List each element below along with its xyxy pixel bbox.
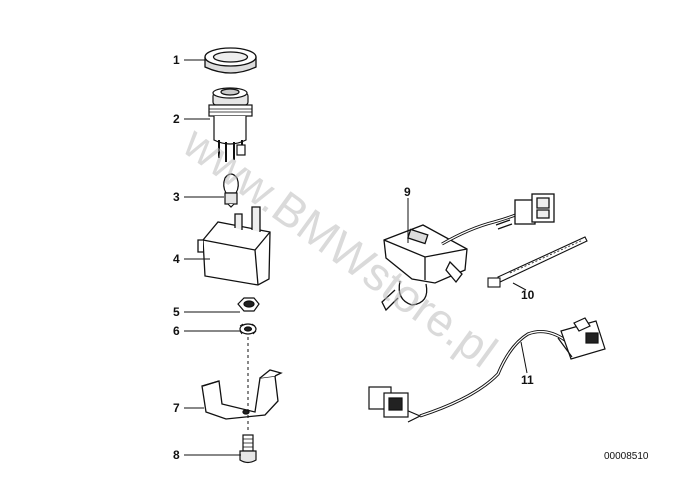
callout-2: 2 — [173, 112, 180, 126]
callout-8: 8 — [173, 448, 180, 462]
bulb-icon — [223, 173, 239, 208]
lock-washer-icon — [239, 323, 257, 335]
cable-tie-icon — [487, 236, 588, 288]
bolt-icon — [239, 434, 257, 464]
callout-3: 3 — [173, 190, 180, 204]
cap-icon — [204, 47, 257, 74]
hex-nut-icon — [237, 297, 260, 312]
callout-10: 10 — [521, 288, 535, 302]
callout-4: 4 — [173, 252, 180, 266]
drawing-number: 00008510 — [604, 451, 649, 462]
callout-5: 5 — [173, 305, 180, 319]
wiring-harness-icon — [368, 317, 606, 423]
callout-9: 9 — [404, 185, 411, 199]
relay-box-icon — [197, 206, 271, 286]
callout-6: 6 — [173, 324, 180, 338]
mounting-bracket-icon — [201, 369, 283, 420]
handlebar-switch-icon — [381, 193, 555, 312]
callout-11: 11 — [521, 373, 534, 387]
callout-1: 1 — [173, 53, 180, 67]
push-switch-icon — [208, 87, 253, 162]
callout-7: 7 — [173, 401, 180, 415]
leader-lines — [184, 59, 528, 456]
